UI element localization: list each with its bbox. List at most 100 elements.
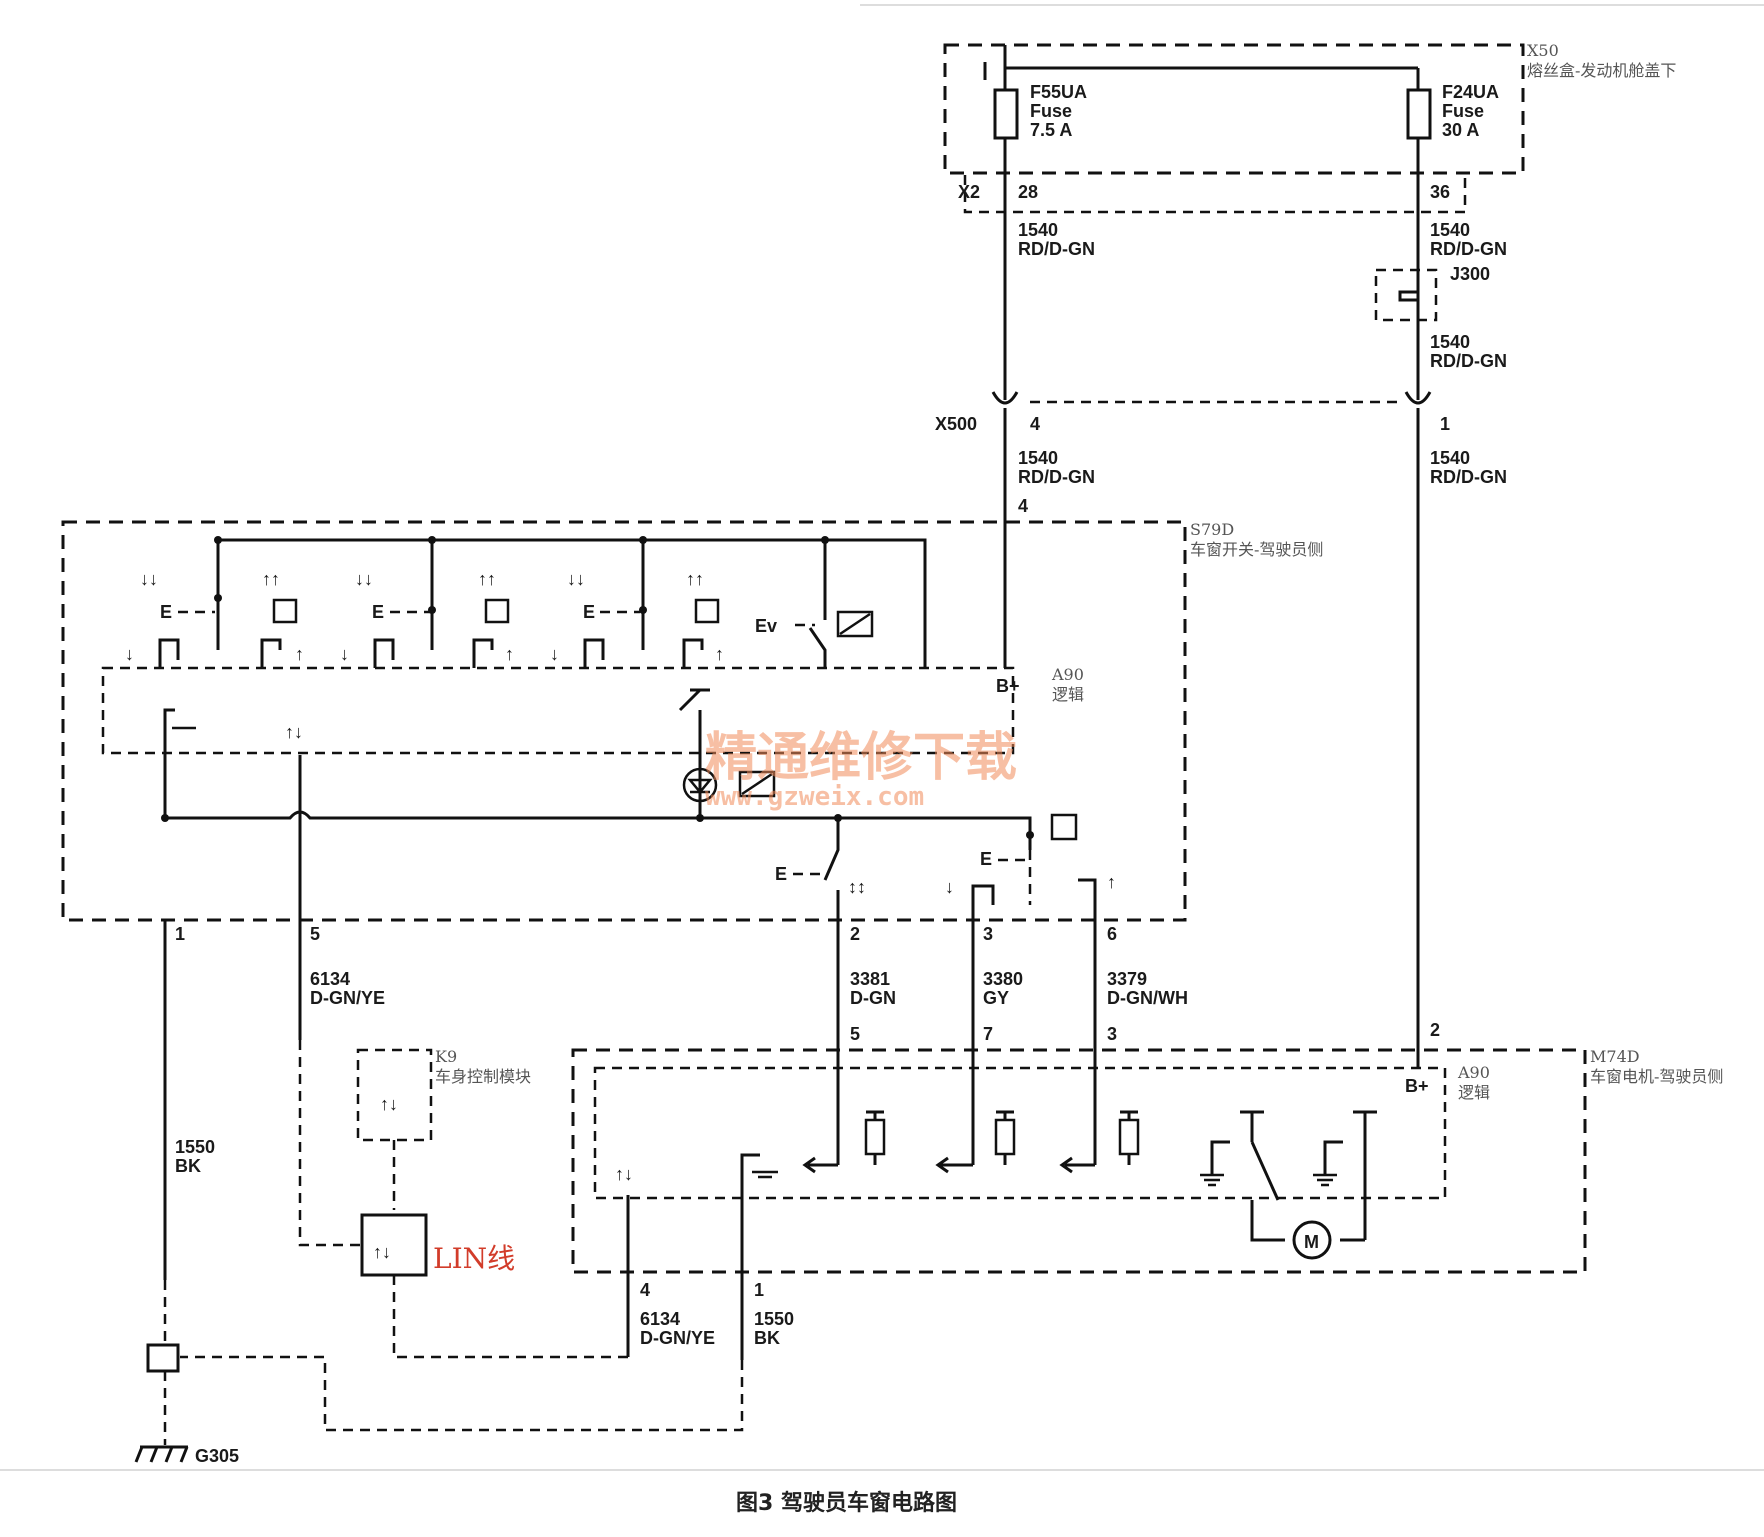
arrows-down-down-icon: ↓↓	[355, 569, 373, 589]
junction-dot	[1026, 831, 1034, 839]
x500-pin-a-icon	[991, 391, 1019, 405]
ground-icon	[752, 1170, 778, 1179]
bcm-outline	[356, 1048, 433, 1142]
input-arrow-icon	[935, 1156, 949, 1174]
ground-id: G305	[195, 1446, 239, 1466]
led-symbol-icon	[687, 778, 713, 794]
connector-x2-label: X2	[958, 182, 980, 202]
lin-wire-bcm-to-motor	[392, 1195, 630, 1359]
window-lockout-slash	[839, 612, 871, 636]
bcm-id: K9	[435, 1047, 457, 1066]
fuse-a-rating: 7.5 A	[1030, 120, 1072, 140]
fuse-f24ua-icon	[1406, 88, 1432, 140]
w3379-circuit: 3379	[1107, 969, 1147, 989]
arrows-up-up-icon: ↑↑	[686, 569, 704, 589]
relay-contact-icon	[1323, 1140, 1343, 1175]
illumination-switch-icon	[678, 688, 710, 712]
switch-ground-bus	[165, 810, 1032, 850]
fuse-box-name: 熔丝盒-发动机舱盖下	[1527, 61, 1676, 80]
w6134-a-circuit: 6134	[310, 969, 350, 989]
junction-dot	[161, 814, 169, 822]
switch-contact-icon	[682, 638, 704, 668]
fuse-b-name: F24UA	[1442, 82, 1499, 102]
arrow-down-icon: ↓	[340, 644, 349, 664]
relay-switch-icon	[1240, 1110, 1280, 1201]
motor-pin-3: 3	[1107, 1024, 1117, 1044]
fuse-box-x50: F55UA Fuse 7.5 A F24UA Fuse 30 A X50 熔丝盒…	[943, 41, 1676, 214]
relay-switch-icon	[1353, 1110, 1377, 1240]
fuse-f55ua-icon	[993, 88, 1019, 140]
junction-dot	[639, 536, 647, 544]
arrow-up-icon: ↑	[715, 644, 724, 664]
motor-module-id: M74D	[1590, 1047, 1640, 1066]
window-lock-icon	[484, 598, 510, 624]
switch-contact-icon	[583, 638, 605, 668]
w1540-b1-color: RD/D-GN	[1430, 239, 1507, 259]
junction-dot	[214, 536, 222, 544]
switch-pin-4: 4	[1018, 496, 1028, 516]
switch-logic-outline	[101, 666, 1015, 755]
x500-pin-b: 1	[1440, 414, 1450, 434]
pullup-resistor-leads	[866, 1110, 884, 1165]
arrows-down-down-icon: ↓↓	[567, 569, 585, 589]
window-lockout-switch: Ev	[755, 610, 874, 668]
w3381-color: D-GN	[850, 988, 896, 1008]
fuse-box-outline	[943, 43, 1525, 175]
switch-module-s79d: S79D 车窗开关-驾驶员侧 B+ A90 逻辑 ↓↓ E ↓ ↑↑ ↑	[61, 520, 1323, 1000]
switch-module-outline	[61, 520, 1187, 922]
watermark-cn: 精通维修下载	[705, 728, 1017, 788]
input-arrow-icon	[802, 1156, 816, 1174]
pullup-resistor-icon	[1118, 1118, 1140, 1156]
arrows-down-down-icon: ↓↓	[140, 569, 158, 589]
fuse-b-type: Fuse	[1442, 101, 1484, 121]
window-lock-icon	[1050, 813, 1078, 841]
pullup-resistor-leads	[996, 1110, 1014, 1165]
w1550-a-color: BK	[175, 1156, 201, 1176]
lin-transceiver-icon	[360, 1213, 428, 1277]
switch-pin-6: 6	[1107, 924, 1117, 944]
switch-contact-icon	[1078, 878, 1097, 925]
fuse-box-id: X50	[1527, 41, 1559, 60]
switch-module-id: S79D	[1190, 520, 1234, 539]
pullup-resistor-icon	[864, 1118, 886, 1156]
body-control-module-k9: ↑↓ K9 车身控制模块 ↑↓ LIN线	[356, 1047, 531, 1277]
lin-wire-to-bcm	[298, 1040, 360, 1247]
switch-module-name: 车窗开关-驾驶员侧	[1190, 540, 1323, 559]
motor-module-outline	[571, 1048, 1587, 1274]
window-switch-2: ↓↓ E ↓ ↑↑ ↑	[340, 569, 514, 668]
arrow-down-icon: ↓	[125, 644, 134, 664]
switch-e-label: E	[372, 602, 384, 622]
w1540-b3-color: RD/D-GN	[1430, 467, 1507, 487]
motor-pin-4: 4	[640, 1280, 650, 1300]
motor-lin-arrows-icon: ↑↓	[615, 1164, 633, 1184]
x500-pin-b-icon	[1404, 391, 1432, 405]
motor-pin-1: 1	[754, 1280, 764, 1300]
splice-j300-outline	[1374, 268, 1438, 322]
w3379-color: D-GN/WH	[1107, 988, 1188, 1008]
w6134-a-color: D-GN/YE	[310, 988, 385, 1008]
arrow-down-icon: ↓	[945, 877, 954, 897]
switch-pin-3: 3	[983, 924, 993, 944]
motor-logic-id: A90	[1457, 1063, 1490, 1082]
switch-contact-icon	[808, 627, 827, 668]
switch-logic-id: A90	[1051, 665, 1084, 684]
fuse-a-name: F55UA	[1030, 82, 1087, 102]
input-arrow-icon	[1059, 1156, 1073, 1174]
arrow-up-icon: ↑	[295, 644, 304, 664]
arrows-up-up-icon: ↑↑	[478, 569, 496, 589]
switch-pin-5: 5	[310, 924, 320, 944]
motor-ground-return	[180, 1355, 744, 1432]
switch-logic-bplus: B+	[996, 676, 1020, 696]
window-motor-m74d: M74D 车窗电机-驾驶员侧 A90 逻辑 B+ 5 7 3 2 M ↑	[571, 1020, 1723, 1300]
fuse-a-pin: 28	[1018, 182, 1038, 202]
pullup-resistor-icon	[994, 1118, 1016, 1156]
ground-icon	[1200, 1173, 1224, 1187]
window-lock-icon	[272, 598, 298, 624]
splice-j300: J300	[1374, 264, 1490, 322]
window-lockout-icon	[836, 610, 874, 638]
splice-j300-icon	[1398, 270, 1420, 320]
arrows-up-up-icon: ↑↑	[262, 569, 280, 589]
switch-e-label: E	[775, 864, 787, 884]
